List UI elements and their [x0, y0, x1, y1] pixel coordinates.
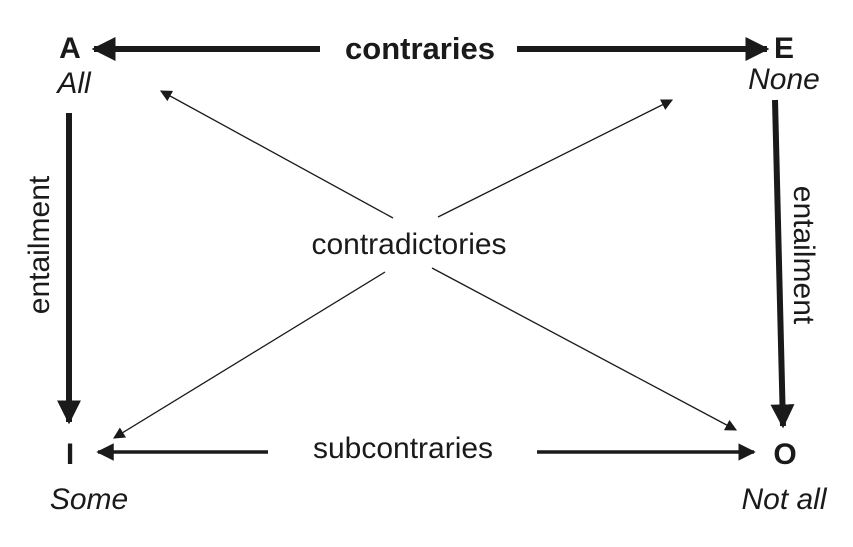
contradictories-arrow-to-i — [113, 271, 386, 439]
quantifier-all: All — [55, 67, 92, 100]
contradictories-arrow-to-a — [159, 90, 394, 219]
contraries-label: contraries — [345, 31, 495, 66]
entailment-arrow-right — [770, 99, 795, 429]
quantifier-none: None — [748, 63, 820, 96]
corner-letter-o: O — [773, 438, 796, 471]
corner-letter-e: E — [774, 32, 794, 65]
corner-letter-a: A — [59, 32, 81, 65]
contradictories-arrow-to-o — [431, 267, 738, 431]
contradictories-arrow-to-e — [437, 99, 674, 218]
entailment-label-left: entailment — [23, 175, 56, 314]
subcontraries-label: subcontraries — [313, 432, 493, 465]
quantifier-not-all: Not all — [741, 483, 827, 516]
entailment-label-right: entailment — [787, 186, 820, 325]
contradictories-label: contradictories — [311, 228, 506, 261]
corner-letter-i: I — [66, 438, 74, 471]
quantifier-some: Some — [50, 483, 128, 516]
